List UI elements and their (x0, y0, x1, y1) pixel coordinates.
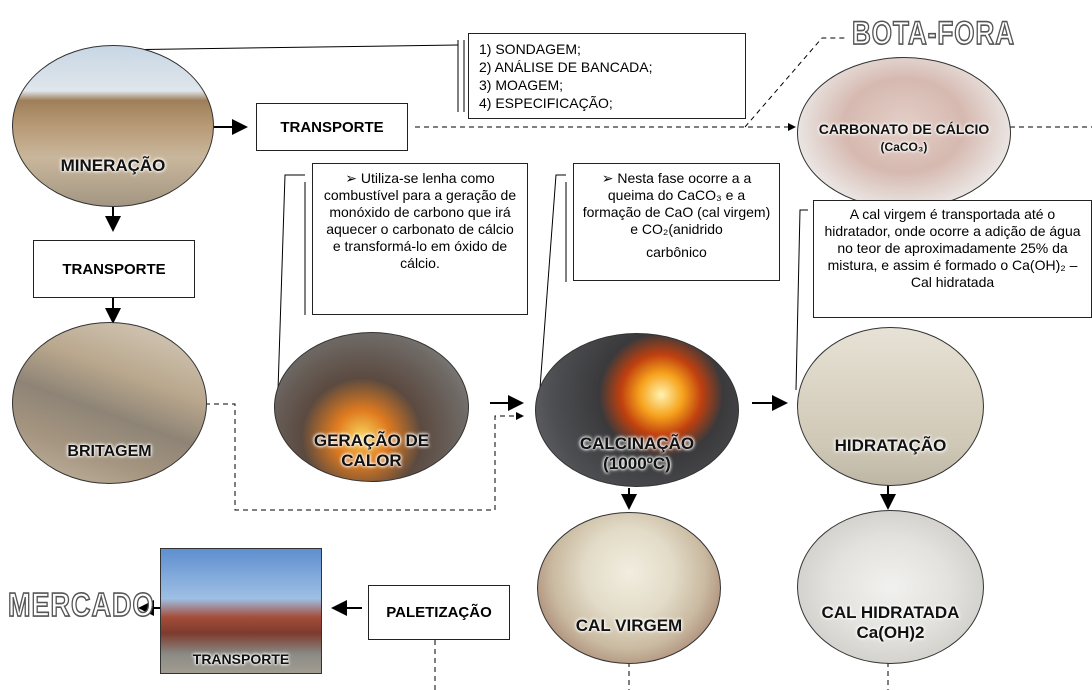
cal-hidratada-label: CAL HIDRATADA Ca(OH)2 (821, 603, 960, 642)
hidratacao-photo: HIDRATAÇÃO (797, 327, 984, 486)
britagem-label: BRITAGEM (67, 443, 152, 460)
hidratacao-note: A cal virgem é transportada até o hidrat… (813, 200, 1092, 318)
lenha-note: ➢ Utiliza-se lenha como combustível para… (312, 163, 528, 315)
cal-virgem-photo: CAL VIRGEM (537, 512, 721, 664)
calcinacao-photo: CALCINAÇÃO (1000ºC) (535, 333, 739, 487)
transporte-truck-photo: TRANSPORTE (160, 548, 322, 674)
transporte-truck-label: TRANSPORTE (192, 651, 290, 667)
hidratacao-label: HIDRATAÇÃO (834, 436, 947, 455)
calcinacao-note: ➢ Nesta fase ocorre a a queima do CaCO₃ … (573, 163, 780, 281)
paletizacao-box: PALETIZAÇÃO (368, 585, 510, 640)
geracao-calor-label: GERAÇÃO DE CALOR (313, 431, 430, 470)
calcinacao-label: CALCINAÇÃO (1000ºC) (579, 434, 695, 473)
transporte-left-box: TRANSPORTE (33, 240, 195, 298)
list-item: 4) ESPECIFICAÇÃO; (479, 95, 613, 111)
transporte-top-box: TRANSPORTE (256, 103, 408, 151)
mineracao-photo: MINERAÇÃO (12, 45, 214, 207)
list-item: 3) MOAGEM; (479, 77, 564, 93)
bota-fora-label: BOTA-FORA (851, 13, 1016, 52)
mercado-label: MERCADO (7, 585, 155, 624)
cal-virgem-label: CAL VIRGEM (575, 616, 683, 635)
mineracao-label: MINERAÇÃO (60, 156, 166, 175)
sondagem-list-box: 1) SONDAGEM; 2) ANÁLISE DE BANCADA; 3) M… (468, 33, 746, 119)
geracao-calor-photo: GERAÇÃO DE CALOR (274, 332, 469, 482)
carbonato-label: CARBONATO DE CÁLCIO (CaCO₃) (818, 121, 990, 154)
list-item: 1) SONDAGEM; (479, 41, 581, 57)
cal-hidratada-photo: CAL HIDRATADA Ca(OH)2 (797, 510, 984, 664)
britagem-photo: BRITAGEM (12, 322, 207, 484)
carbonato-photo: CARBONATO DE CÁLCIO (CaCO₃) (797, 57, 1011, 209)
list-item: 2) ANÁLISE DE BANCADA; (479, 59, 653, 75)
